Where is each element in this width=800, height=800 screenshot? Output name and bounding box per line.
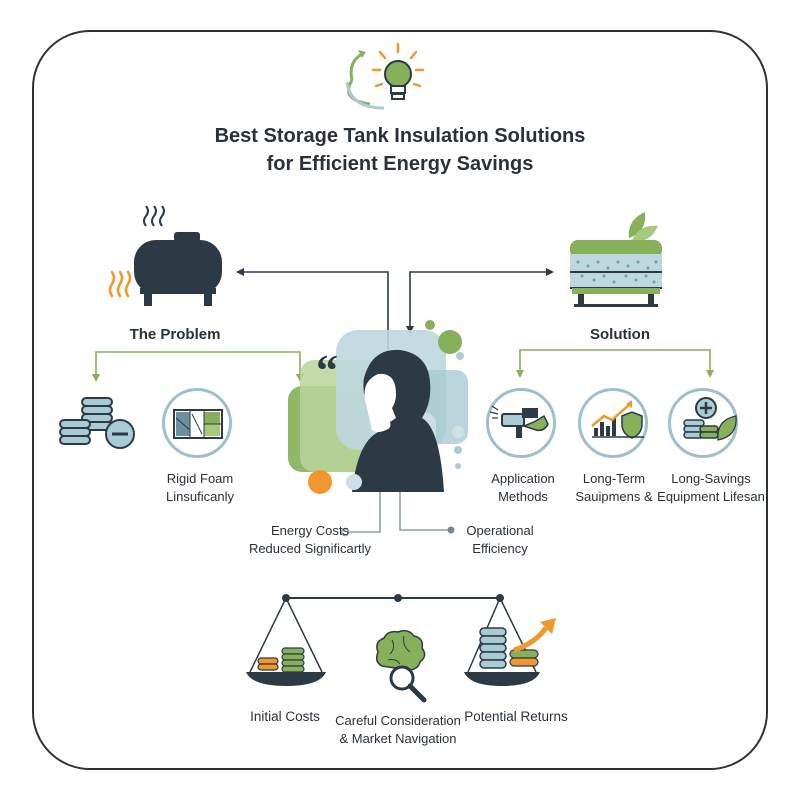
energy-costs-line2: Reduced Significartly bbox=[248, 541, 372, 556]
application-methods-line2: Methods bbox=[498, 489, 548, 504]
energy-costs-line1: Energy Costs bbox=[270, 523, 350, 538]
operational-efficiency-line2: Efficiency bbox=[472, 541, 528, 556]
rigid-foam-label-line1: Rigid Foam bbox=[166, 471, 234, 486]
operational-efficiency-line1: Operational bbox=[466, 523, 534, 538]
diagram-frame bbox=[32, 30, 768, 770]
application-methods-label: Application Methods bbox=[468, 470, 578, 506]
problem-heading: The Problem bbox=[129, 326, 221, 343]
careful-consideration-line2: & Market Navigation bbox=[339, 731, 457, 746]
long-term-line2: Sauipmens & bbox=[575, 489, 653, 504]
rigid-foam-label-line2: Linsuficanly bbox=[166, 489, 234, 504]
careful-consideration-line1: Careful Consideration bbox=[335, 713, 461, 728]
rigid-foam-label: Rigid Foam Linsuficanly bbox=[130, 470, 270, 506]
title-line-1: Best Storage Tank Insulation Solutions bbox=[214, 125, 586, 147]
energy-costs-label: Energy Costs Reduced Significartly bbox=[240, 522, 380, 558]
application-methods-line1: Application bbox=[491, 471, 555, 486]
long-savings-label: Long-Savings Equipment Lifesan bbox=[656, 470, 766, 506]
long-term-line1: Long-Term bbox=[582, 471, 646, 486]
long-savings-line1: Long-Savings bbox=[671, 471, 751, 486]
svg-text:“: “ bbox=[316, 346, 338, 395]
careful-consideration-label: Careful Consideration & Market Navigatio… bbox=[330, 712, 466, 748]
initial-costs-label: Initial Costs bbox=[250, 709, 320, 724]
solution-heading: Solution bbox=[590, 326, 650, 343]
operational-efficiency-label: Operational Efficiency bbox=[440, 522, 560, 558]
long-term-label: Long-Term Sauipmens & bbox=[568, 470, 660, 506]
title-line-2: for Efficient Energy Savings bbox=[266, 153, 534, 175]
potential-returns-label: Potential Returns bbox=[464, 709, 568, 724]
long-savings-line2: Equipment Lifesan bbox=[657, 489, 765, 504]
